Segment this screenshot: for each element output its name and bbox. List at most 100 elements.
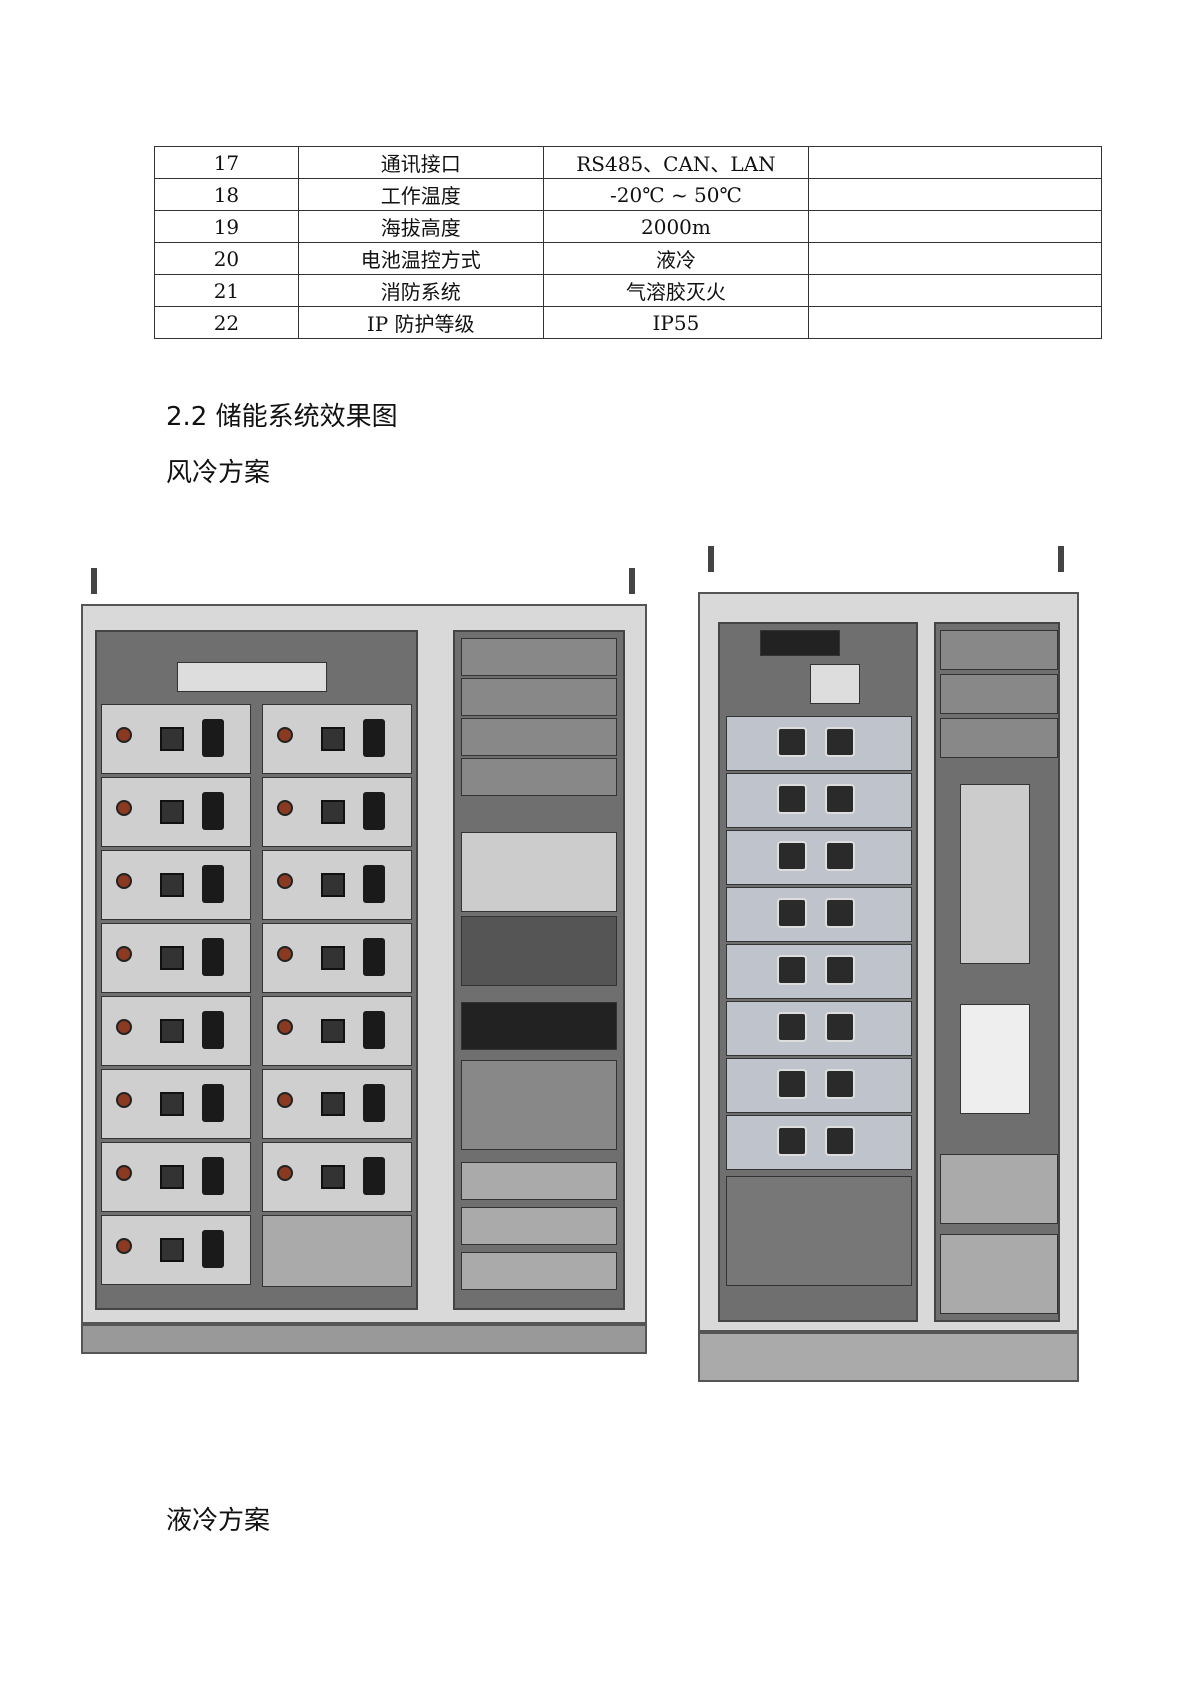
cabinet-base	[698, 1332, 1079, 1382]
blank-panel	[940, 718, 1058, 758]
controller-unit	[461, 832, 617, 912]
fan-icon	[160, 1238, 184, 1262]
handle-icon	[202, 1084, 224, 1122]
cell-note	[808, 178, 1102, 211]
lifting-eye	[1058, 546, 1064, 572]
control-bay	[453, 630, 625, 1310]
fan-icon	[825, 1126, 855, 1156]
cell-no: 18	[154, 178, 299, 211]
cell-value: -20℃ ~ 50℃	[542, 178, 810, 211]
cell-value: 2000m	[542, 210, 810, 243]
power-module	[726, 1115, 912, 1170]
control-bay	[934, 622, 1060, 1322]
connector-icon	[116, 1092, 132, 1108]
fan-icon	[777, 1012, 807, 1042]
battery-module	[101, 996, 251, 1066]
power-module	[726, 830, 912, 885]
fan-icon	[777, 1069, 807, 1099]
battery-module	[262, 1142, 412, 1212]
connector-icon	[116, 1019, 132, 1035]
cell-note	[808, 146, 1102, 179]
handle-icon	[202, 865, 224, 903]
power-module	[726, 1001, 912, 1056]
blank-panel	[461, 678, 617, 716]
cell-item: IP 防护等级	[297, 306, 544, 339]
handle-icon	[363, 1157, 385, 1195]
connector-icon	[116, 727, 132, 743]
cell-no: 19	[154, 210, 299, 243]
air-cooled-cabinet-image	[81, 568, 647, 1358]
handle-icon	[363, 719, 385, 757]
cell-item: 电池温控方式	[297, 242, 544, 275]
high-voltage-box	[262, 1215, 412, 1287]
battery-module	[101, 1069, 251, 1139]
blank-panel	[461, 758, 617, 796]
battery-module	[262, 704, 412, 774]
handle-icon	[363, 792, 385, 830]
handle-icon	[363, 938, 385, 976]
power-module	[726, 887, 912, 942]
fan-icon	[321, 727, 345, 751]
power-module	[726, 773, 912, 828]
cell-no: 20	[154, 242, 299, 275]
lifting-eye	[708, 546, 714, 572]
handle-icon	[202, 938, 224, 976]
fan-icon	[160, 1092, 184, 1116]
cell-item: 消防系统	[297, 274, 544, 307]
battery-module	[101, 923, 251, 993]
lifting-eye	[629, 568, 635, 594]
terminal-row	[461, 1207, 617, 1245]
connector-icon	[277, 727, 293, 743]
handle-icon	[202, 1011, 224, 1049]
fan-icon	[160, 1019, 184, 1043]
cell-item: 海拔高度	[297, 210, 544, 243]
cell-note	[808, 242, 1102, 275]
connector-icon	[277, 873, 293, 889]
second-cabinet-image	[698, 546, 1079, 1385]
fan-icon	[825, 1069, 855, 1099]
connector-icon	[116, 873, 132, 889]
power-module	[726, 1058, 912, 1113]
handle-icon	[363, 1084, 385, 1122]
handle-icon	[363, 865, 385, 903]
fan-icon	[825, 727, 855, 757]
battery-module	[262, 777, 412, 847]
cell-note	[808, 306, 1102, 339]
handle-icon	[202, 1157, 224, 1195]
fan-icon	[160, 946, 184, 970]
fan-icon	[321, 1019, 345, 1043]
battery-module	[101, 704, 251, 774]
battery-module	[101, 1215, 251, 1285]
cell-value: 液冷	[542, 242, 810, 275]
fan-icon	[825, 955, 855, 985]
fan-icon	[160, 800, 184, 824]
controller-rack	[461, 916, 617, 986]
terminal-row	[940, 1154, 1058, 1224]
switch-panel	[461, 1060, 617, 1150]
cell-item: 通讯接口	[297, 146, 544, 179]
connector-icon	[277, 1092, 293, 1108]
blank-panel	[940, 630, 1058, 670]
fan-icon	[321, 1092, 345, 1116]
fan-icon	[321, 800, 345, 824]
fan-icon	[825, 841, 855, 871]
section-heading: 2.2 储能系统效果图	[166, 402, 398, 432]
switch-panel	[726, 1176, 912, 1286]
cell-value: RS485、CAN、LAN	[542, 146, 810, 179]
power-module	[726, 716, 912, 771]
cell-note	[808, 274, 1102, 307]
handle-icon	[363, 1011, 385, 1049]
handle-icon	[202, 792, 224, 830]
battery-module	[262, 923, 412, 993]
fan-icon	[777, 955, 807, 985]
terminal-row	[461, 1252, 617, 1290]
air-cooling-label: 风冷方案	[166, 458, 271, 488]
battery-module	[262, 1069, 412, 1139]
fan-icon	[160, 727, 184, 751]
